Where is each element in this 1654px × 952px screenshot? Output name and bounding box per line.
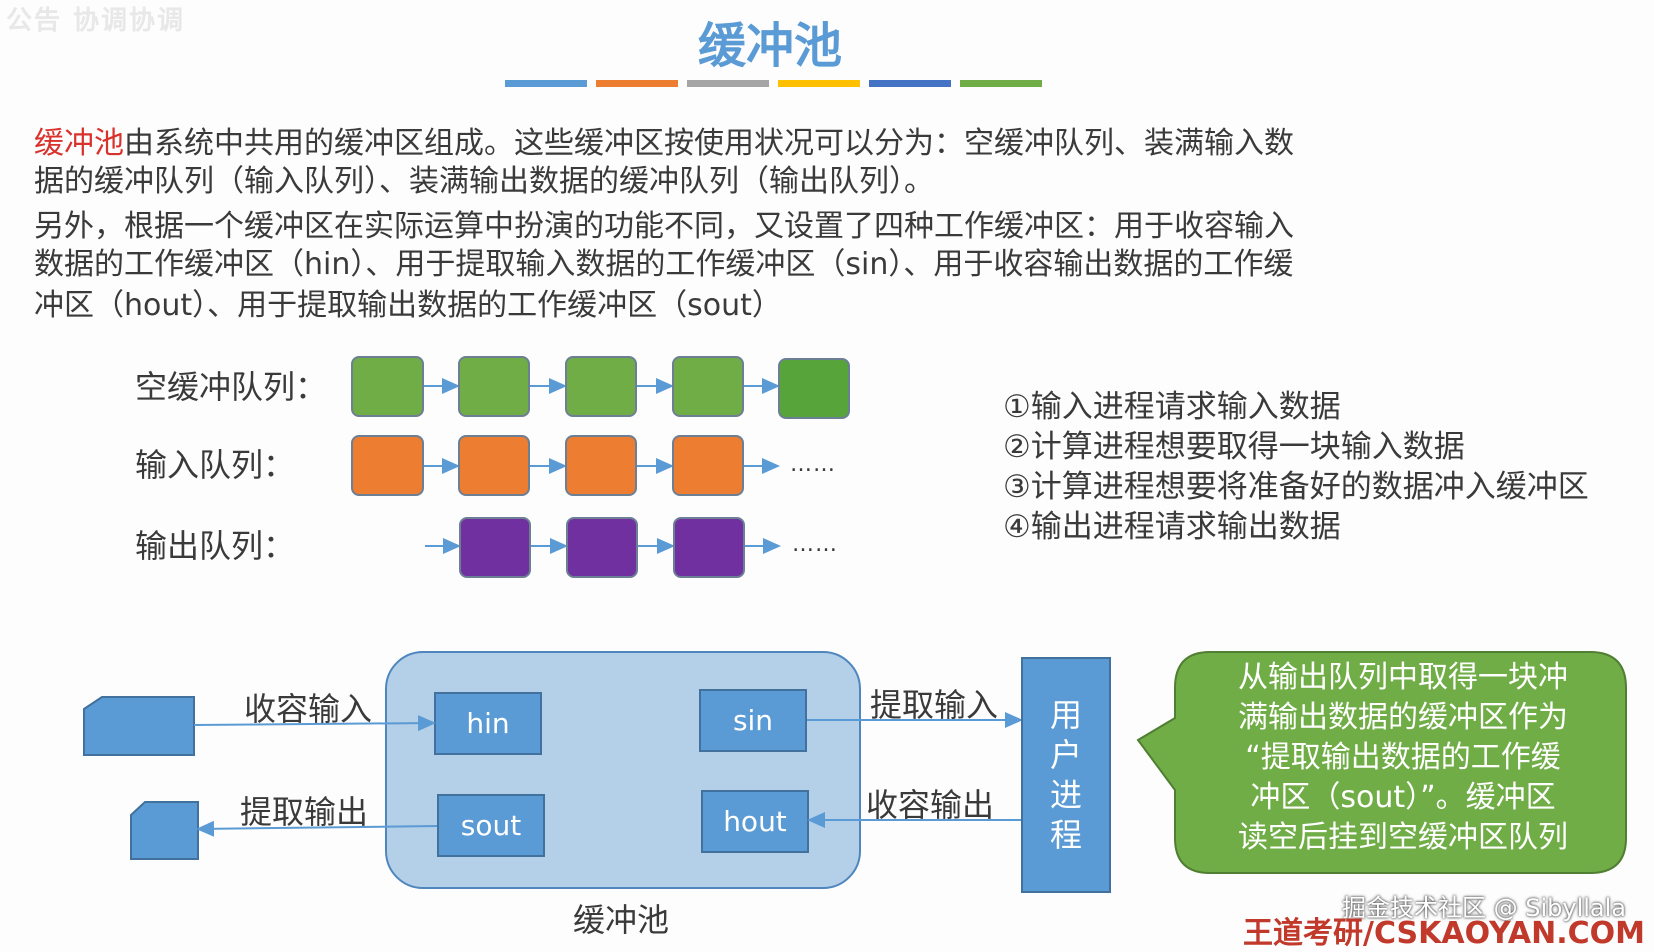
title-bar-segment-1 — [505, 80, 587, 87]
callout-line-3: “提取输出数据的工作缓 — [1245, 740, 1561, 775]
callout-line-4: 冲区（sout）”。缓冲区 — [1250, 780, 1556, 815]
title-bar-segment-6 — [960, 80, 1042, 87]
term-buffer-pool: 缓冲池 — [34, 126, 124, 161]
empty-buffer-5 — [778, 358, 850, 419]
output-buffer-1 — [459, 517, 531, 578]
empty-buffer-2 — [458, 356, 530, 417]
input-buffer-1 — [351, 435, 424, 496]
callout-text: 从输出队列中取得一块冲 满输出数据的缓冲区作为 “提取输出数据的工作缓 冲区（s… — [1188, 658, 1618, 868]
brand-logo-text: 王道考研/CSKAOYAN.COM — [1243, 916, 1645, 951]
step-3: ③计算进程想要将准备好的数据冲入缓冲区 — [1003, 469, 1589, 505]
input-device-shape — [83, 696, 195, 756]
collect-output-label: 收容输出 — [866, 786, 995, 824]
extract-output-arrow — [196, 820, 438, 837]
input-buffer-4 — [672, 435, 744, 496]
step-2: ②计算进程想要取得一块输入数据 — [1003, 429, 1465, 465]
intro-line-1: 缓冲池由系统中共用的缓冲区组成。这些缓冲区按使用状况可以分为：空缓冲队列、装满输… — [34, 125, 1294, 163]
user-process-char-1: 用 — [1049, 696, 1082, 734]
output-buffer-3 — [673, 517, 745, 578]
hout-buffer: hout — [701, 790, 809, 853]
sin-buffer: sin — [699, 689, 807, 752]
empty-buffer-4 — [672, 356, 744, 417]
output-buffer-2 — [566, 517, 638, 578]
user-process-char-3: 进 — [1049, 776, 1082, 814]
intro-line-2: 据的缓冲队列（输入队列）、装满输出数据的缓冲队列（输出队列）。 — [34, 164, 934, 199]
sout-buffer: sout — [437, 794, 545, 857]
callout-line-5: 读空后挂到空缓冲区队列 — [1238, 820, 1568, 855]
intro-line-3: 另外，根据一个缓冲区在实际运算中扮演的功能不同，又设置了四种工作缓冲区：用于收容… — [34, 209, 1294, 244]
extract-input-label: 提取输入 — [870, 686, 999, 724]
callout-line-2: 满输出数据的缓冲区作为 — [1238, 700, 1568, 735]
user-process-box: 用 户 进 程 — [1021, 657, 1111, 893]
credit-watermark: 掘金技术社区 @ Sibyllala — [1342, 894, 1627, 922]
input-queue-label: 输入队列： — [135, 446, 296, 484]
empty-buffer-1 — [351, 356, 424, 417]
title-bar-segment-5 — [869, 80, 951, 87]
corner-watermark: 公告 协调协调 — [6, 6, 186, 36]
extract-output-label: 提取输出 — [240, 793, 369, 831]
empty-queue-label: 空缓冲队列： — [135, 368, 328, 406]
output-queue-ellipsis: …… — [792, 532, 838, 557]
intro-line-5: 冲区（hout）、用于提取输出数据的工作缓冲区（sout） — [34, 288, 782, 323]
title-bar-segment-2 — [596, 80, 678, 87]
intro-line-4: 数据的工作缓冲区（hin）、用于提取输入数据的工作缓冲区（sin）、用于收容输出… — [34, 247, 1294, 282]
callout-line-1: 从输出队列中取得一块冲 — [1238, 660, 1568, 695]
step-1: ①输入进程请求输入数据 — [1003, 389, 1341, 425]
collect-input-arrow — [193, 715, 436, 732]
title-bar-segment-3 — [687, 80, 769, 87]
user-process-char-4: 程 — [1049, 816, 1082, 854]
hin-buffer: hin — [434, 692, 542, 755]
intro-line-1-text: 由系统中共用的缓冲区组成。这些缓冲区按使用状况可以分为：空缓冲队列、装满输入数 — [124, 126, 1294, 161]
input-buffer-3 — [565, 435, 637, 496]
collect-input-label: 收容输入 — [244, 690, 373, 728]
step-4: ④输出进程请求输出数据 — [1003, 509, 1341, 545]
buffer-pool-caption: 缓冲池 — [573, 901, 670, 939]
title-bar-segment-4 — [778, 80, 860, 87]
input-buffer-2 — [458, 435, 530, 496]
output-queue-label: 输出队列： — [135, 527, 296, 565]
user-process-char-2: 户 — [1049, 736, 1082, 774]
input-queue-ellipsis: …… — [790, 452, 836, 477]
slide-title: 缓冲池 — [697, 18, 842, 74]
callout-bubble — [1136, 651, 1627, 874]
empty-buffer-3 — [565, 356, 637, 417]
